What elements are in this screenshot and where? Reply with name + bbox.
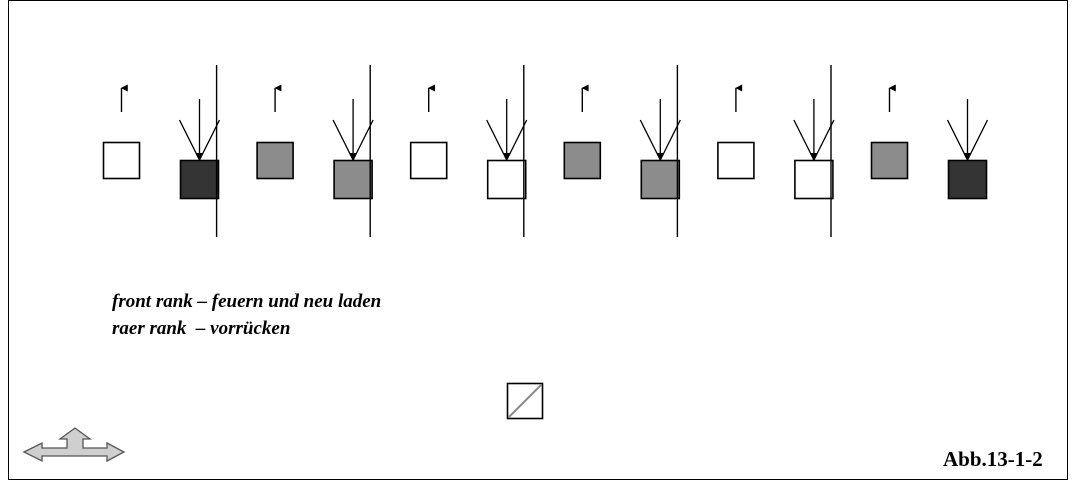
front-rank-square xyxy=(870,141,909,180)
converging-arrows-icon xyxy=(793,99,835,161)
converging-arrows-icon xyxy=(332,99,374,161)
slashed-square-icon xyxy=(506,382,544,420)
figure-label: Abb.13-1-2 xyxy=(943,447,1043,471)
rear-rank-square xyxy=(640,159,681,200)
front-rank-square xyxy=(102,141,141,180)
front-rank-square xyxy=(256,141,294,180)
front-rank-square xyxy=(409,141,448,180)
rear-rank-square xyxy=(333,159,373,200)
front-rank-square xyxy=(717,141,755,180)
converging-arrows-icon xyxy=(178,99,221,161)
converging-arrows-icon xyxy=(486,99,528,161)
compass-arrows-icon xyxy=(22,427,126,463)
diagram-frame xyxy=(8,0,1068,480)
converging-arrows-icon xyxy=(946,99,989,161)
rear-rank-square xyxy=(947,159,988,200)
units-layer xyxy=(102,65,989,237)
legend-rear-rank: raer rank – vorrücken xyxy=(112,318,291,339)
rear-rank-square xyxy=(794,159,834,200)
legend-front-rank: front rank – feuern und neu laden xyxy=(112,291,382,312)
rear-rank-square xyxy=(179,159,220,200)
front-rank-square xyxy=(563,141,602,180)
rear-rank-square xyxy=(486,159,527,200)
converging-arrows-icon xyxy=(639,99,681,161)
